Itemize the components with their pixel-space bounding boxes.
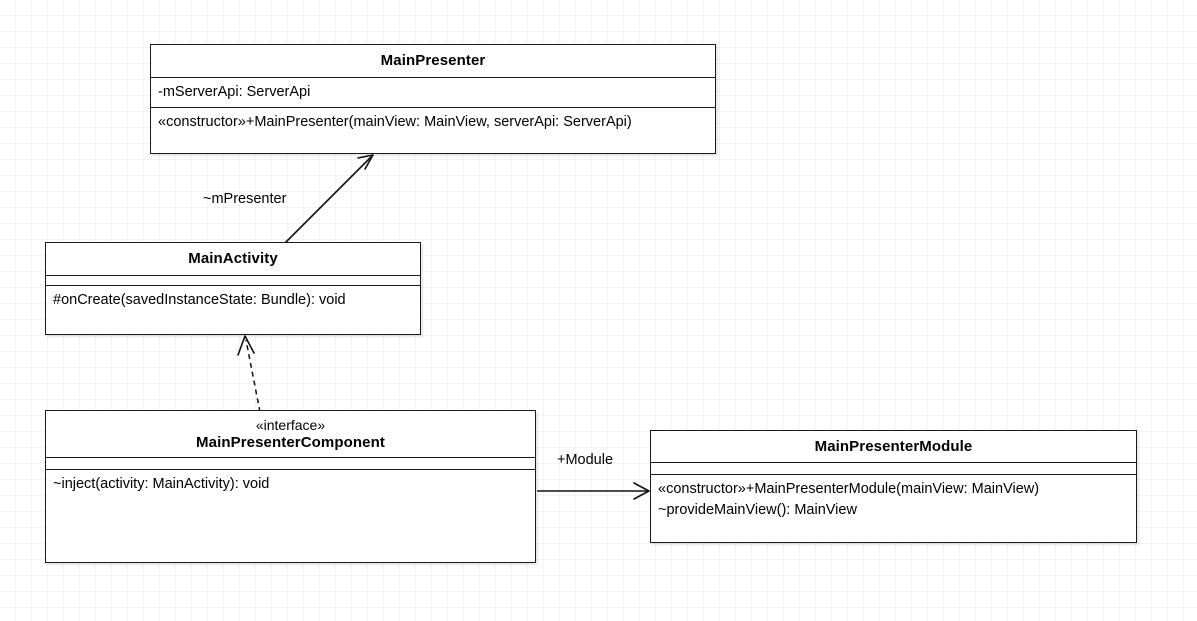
attribute-item: -mServerApi: ServerApi	[158, 84, 311, 100]
class-attributes-compartment	[651, 463, 1136, 475]
operation-item: ~inject(activity: MainActivity): void	[53, 476, 270, 492]
stereotype-label: «interface»	[255, 416, 326, 433]
class-name-main-activity: MainActivity	[188, 250, 278, 268]
class-operations-compartment: #onCreate(savedInstanceState: Bundle): v…	[46, 286, 420, 333]
class-box-main-presenter-module[interactable]: MainPresenterModule «constructor»+MainPr…	[650, 430, 1137, 543]
class-box-main-presenter-component[interactable]: «interface» MainPresenterComponent ~inje…	[45, 410, 536, 563]
link-activity-to-presenter[interactable]	[284, 154, 374, 244]
class-name-main-presenter-module: MainPresenterModule	[814, 437, 973, 455]
class-title-compartment: MainPresenter	[151, 45, 715, 78]
operation-item: ~provideMainView(): MainView	[658, 502, 857, 519]
link-component-to-module[interactable]	[537, 482, 650, 500]
operation-item: «constructor»+MainPresenter(mainView: Ma…	[158, 114, 632, 130]
edge-label-module: +Module	[557, 452, 614, 468]
operation-item: #onCreate(savedInstanceState: Bundle): v…	[53, 292, 346, 308]
class-title-compartment: MainActivity	[46, 243, 420, 276]
class-operations-compartment: «constructor»+MainPresenterModule(mainVi…	[651, 475, 1136, 541]
operation-item: «constructor»+MainPresenterModule(mainVi…	[658, 481, 1040, 497]
class-title-compartment: «interface» MainPresenterComponent	[46, 411, 535, 458]
class-title-compartment: MainPresenterModule	[651, 431, 1136, 463]
class-attributes-compartment	[46, 276, 420, 286]
edge-label-mpresenter: ~mPresenter	[203, 191, 287, 207]
link-component-to-activity[interactable]	[237, 335, 261, 413]
class-attributes-compartment	[46, 458, 535, 470]
class-box-main-presenter[interactable]: MainPresenter -mServerApi: ServerApi «co…	[150, 44, 716, 154]
class-attributes-compartment: -mServerApi: ServerApi	[151, 78, 715, 108]
class-operations-compartment: «constructor»+MainPresenter(mainView: Ma…	[151, 108, 715, 152]
class-box-main-activity[interactable]: MainActivity #onCreate(savedInstanceStat…	[45, 242, 421, 335]
class-name-main-presenter-component: MainPresenterComponent	[196, 433, 385, 451]
class-operations-compartment: ~inject(activity: MainActivity): void	[46, 470, 535, 561]
class-name-main-presenter: MainPresenter	[380, 52, 486, 70]
